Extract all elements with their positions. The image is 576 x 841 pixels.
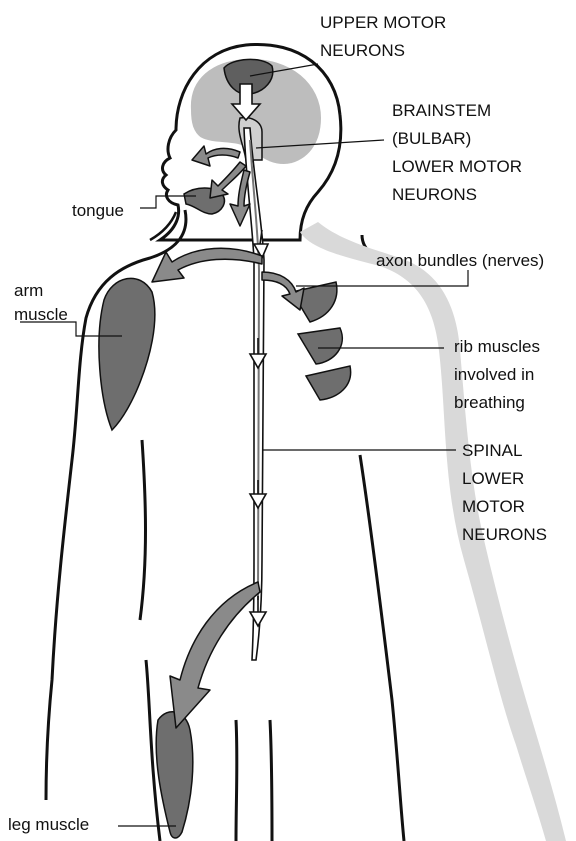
leg-muscle-shape	[156, 712, 193, 838]
label-axon-bundles: axon bundles (nerves)	[376, 251, 544, 270]
spinal-line-3: MOTOR	[462, 497, 525, 516]
brainstem-line-3: LOWER MOTOR	[392, 157, 522, 176]
brainstem-line-4: NEURONS	[392, 185, 477, 204]
label-leg-muscle: leg muscle	[8, 815, 89, 834]
leg-inner-right	[236, 720, 272, 841]
label-arm-muscle: arm muscle	[14, 281, 68, 324]
rib-line-2: involved in	[454, 365, 534, 384]
arrow-to-leg	[170, 582, 260, 728]
label-tongue: tongue	[72, 201, 124, 220]
rib-muscle-2	[298, 328, 342, 364]
rib-line-3: breathing	[454, 393, 525, 412]
label-brainstem: BRAINSTEM (BULBAR) LOWER MOTOR NEURONS	[392, 101, 527, 204]
rib-muscle-3	[306, 366, 351, 400]
spinal-line-2: LOWER	[462, 469, 524, 488]
label-upper-motor: UPPER MOTOR NEURONS	[320, 13, 451, 60]
arm-muscle-line-1: arm	[14, 281, 43, 300]
brainstem-line-1: BRAINSTEM	[392, 101, 491, 120]
spinal-line-4: NEURONS	[462, 525, 547, 544]
spinal-arrow-3	[250, 480, 266, 508]
upper-motor-line-1: UPPER MOTOR	[320, 13, 446, 32]
brainstem-line-2: (BULBAR)	[392, 129, 471, 148]
arm-muscle-shape	[99, 278, 155, 430]
rib-line-1: rib muscles	[454, 337, 540, 356]
label-rib-muscles: rib muscles involved in breathing	[454, 337, 545, 412]
upper-motor-line-2: NEURONS	[320, 41, 405, 60]
arm-muscle-line-2: muscle	[14, 305, 68, 324]
spinal-line-1: SPINAL	[462, 441, 522, 460]
arrow-to-ribs	[262, 272, 304, 310]
spinal-arrow-4	[250, 596, 266, 626]
